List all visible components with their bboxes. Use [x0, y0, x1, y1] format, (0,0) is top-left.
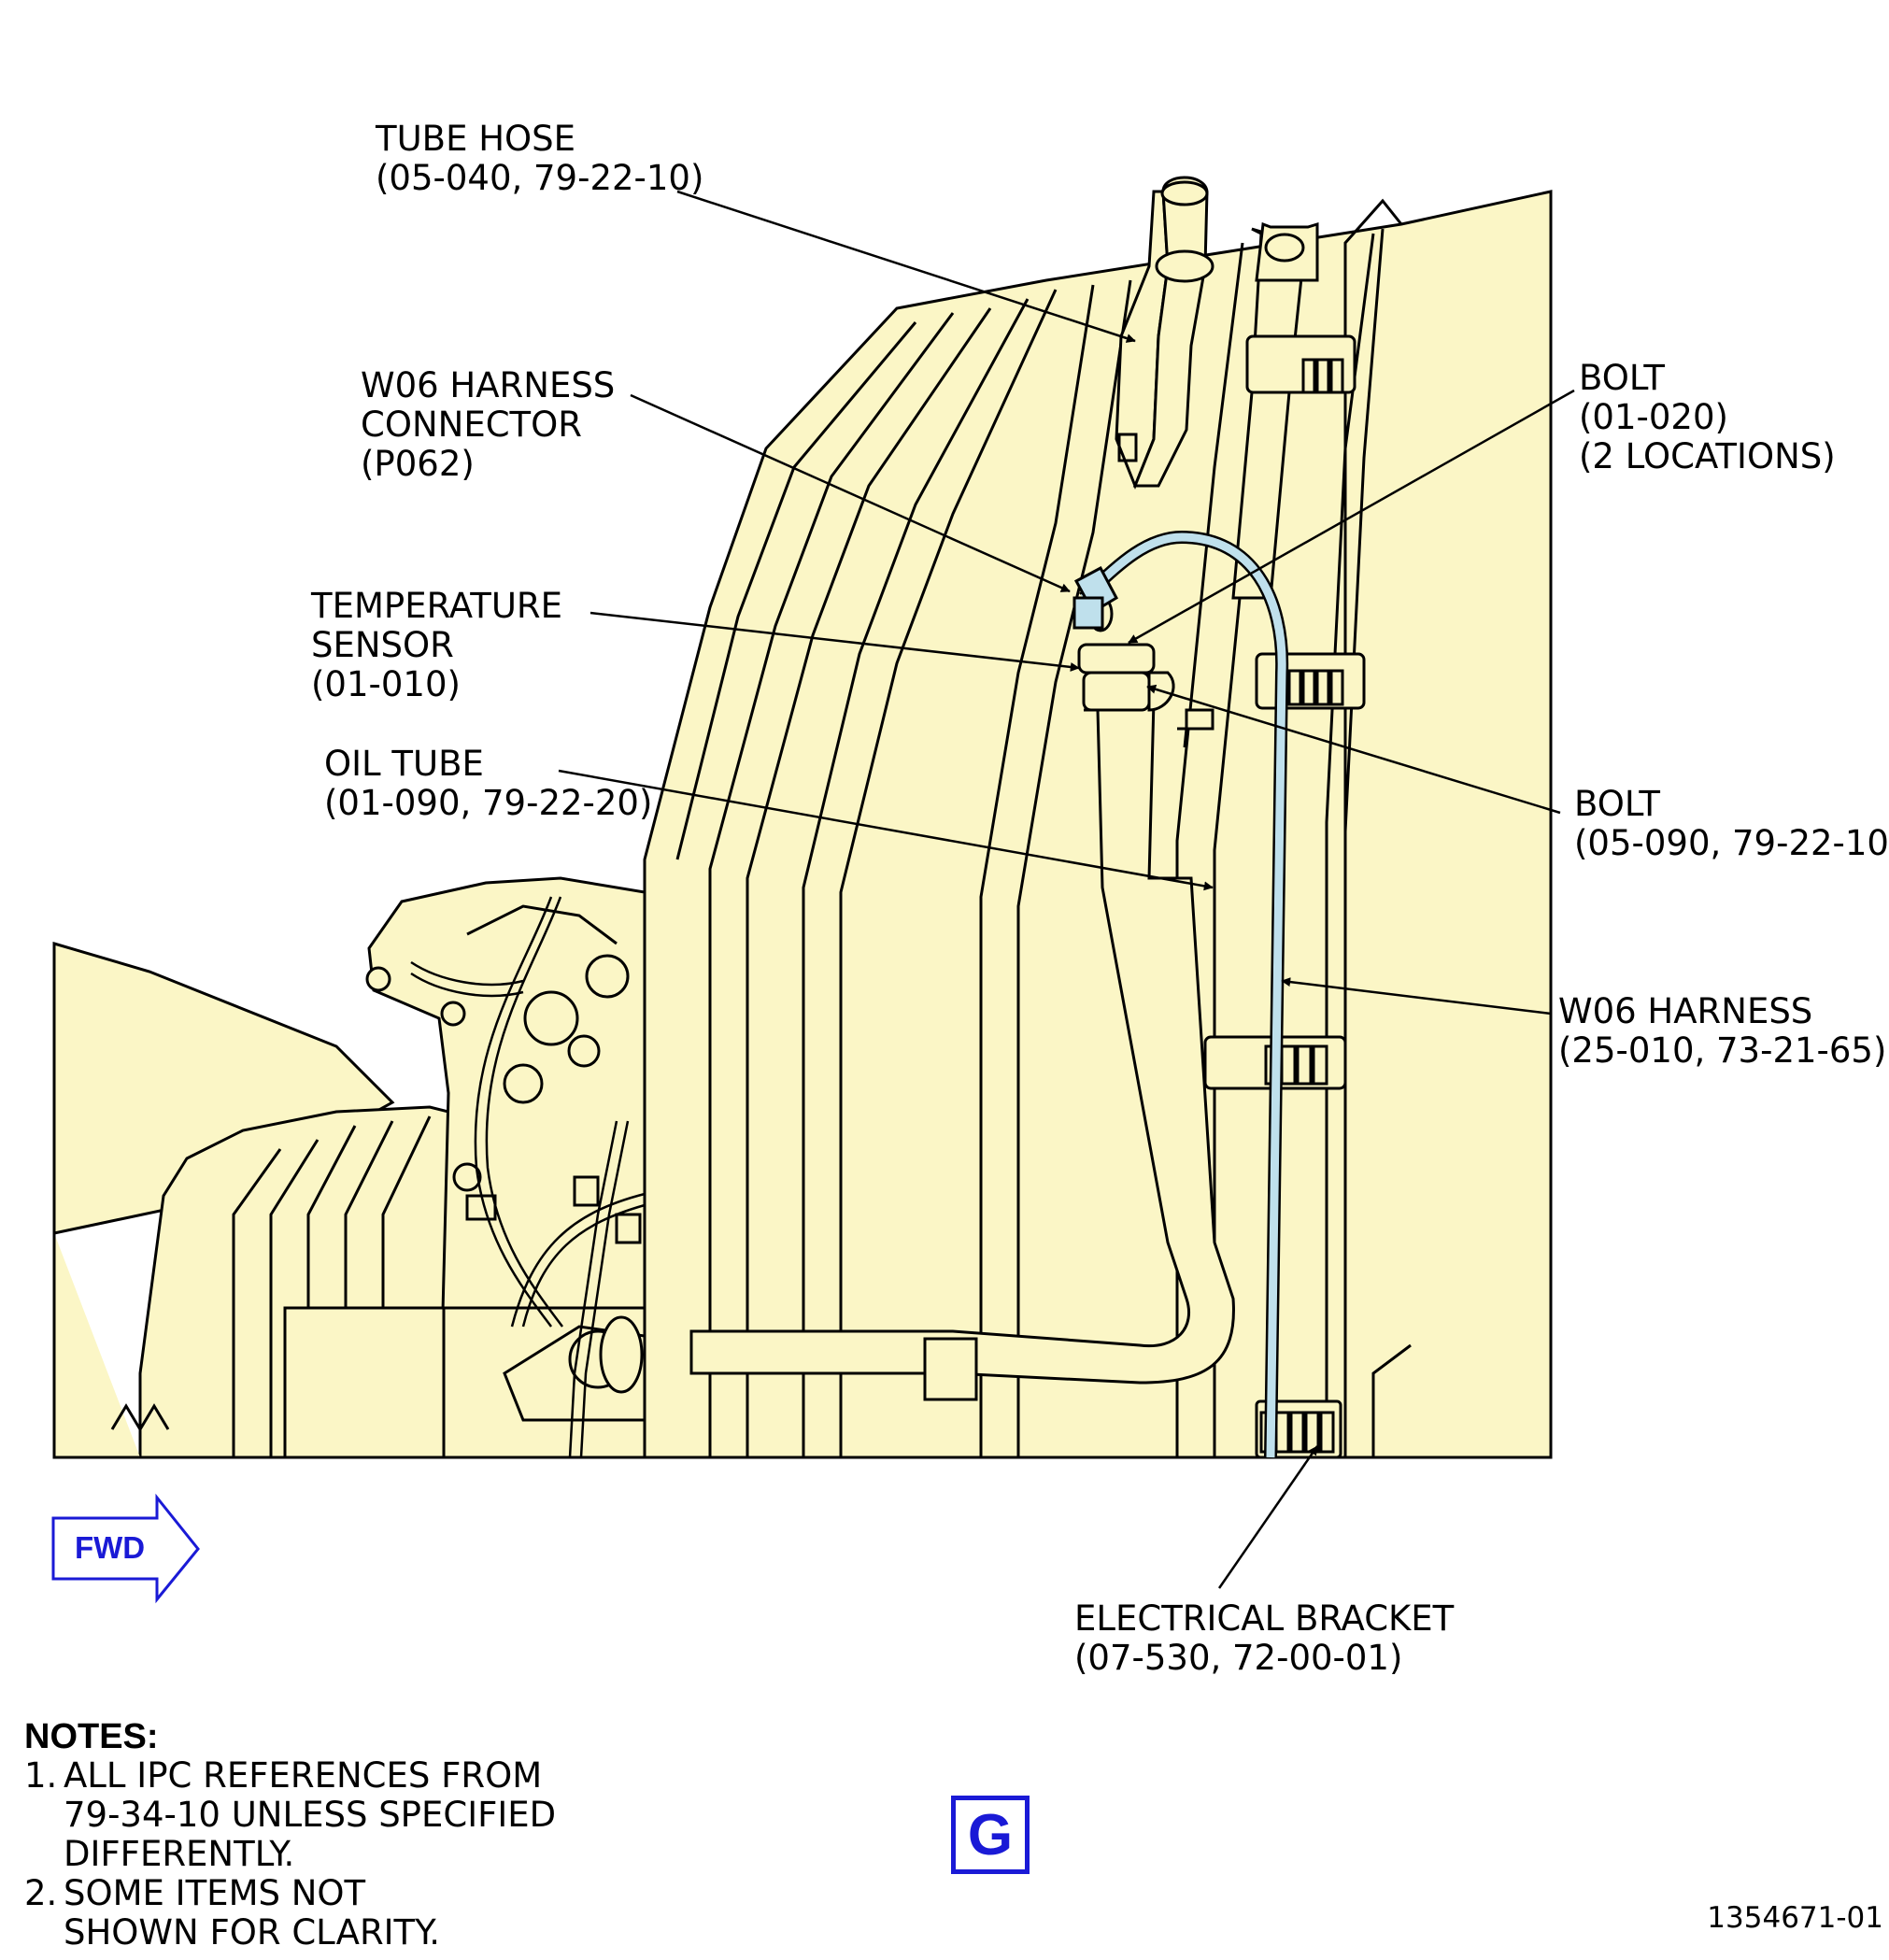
w06-harness-drawing: [1072, 530, 1289, 1458]
callout-line: W06 HARNESS: [361, 365, 616, 405]
callout-line: (07-530, 72-00-01): [1074, 1638, 1403, 1678]
callout-line: (2 LOCATIONS): [1579, 436, 1836, 476]
figure-number: 1354671-01: [1707, 1901, 1883, 1935]
fwd-arrow-icon: [51, 1493, 200, 1604]
callout-line: ELECTRICAL BRACKET: [1074, 1598, 1455, 1639]
leader-bolt-05-090: [1146, 684, 1561, 815]
callout-line: (P062): [361, 444, 475, 484]
note-number: 1.: [24, 1755, 58, 1796]
leader-oil-tube: [558, 769, 1214, 891]
callout-oil-tube: OIL TUBE (01-090, 79-22-20): [324, 745, 652, 823]
leader-bolt-01-020: [1128, 389, 1575, 645]
callout-line: (01-010): [311, 664, 461, 704]
note-line: ALL IPC REFERENCES FROM: [64, 1755, 543, 1796]
note-item: 2. SOME ITEMS NOT SHOWN FOR CLARITY.: [24, 1874, 556, 1953]
sensor-drawing: [1077, 595, 1214, 748]
notes-title: NOTES:: [24, 1717, 159, 1756]
callout-bolt-05-090: BOLT (05-090, 79-22-10): [1574, 785, 1889, 863]
callout-tube-hose: TUBE HOSE (05-040, 79-22-10): [376, 120, 703, 198]
note-item: 1. ALL IPC REFERENCES FROM 79-34-10 UNLE…: [24, 1756, 556, 1874]
callout-line: W06 HARNESS: [1558, 991, 1813, 1031]
callout-temperature-sensor: TEMPERATURE SENSOR (01-010): [311, 587, 562, 704]
callout-line: SENSOR: [311, 625, 454, 665]
note-line: SHOWN FOR CLARITY.: [64, 1912, 441, 1953]
callout-line: TEMPERATURE: [311, 586, 563, 626]
note-number: 2.: [24, 1873, 58, 1913]
callout-line: (05-040, 79-22-10): [376, 158, 704, 198]
tube-hose-drawing: [1115, 176, 1214, 490]
note-line: DIFFERENTLY.: [64, 1834, 295, 1874]
callout-line: (01-090, 79-22-20): [324, 783, 653, 823]
leader-w06-harness: [1281, 977, 1552, 1016]
callout-line: BOLT: [1574, 784, 1660, 824]
callout-line: (01-020): [1579, 397, 1728, 437]
callout-bolt-01-020: BOLT (01-020) (2 LOCATIONS): [1579, 359, 1836, 476]
callout-line: BOLT: [1579, 358, 1665, 398]
oil-tube-drawing: [599, 699, 1235, 1401]
fwd-label: FWD: [75, 1530, 146, 1565]
view-label-box: G: [951, 1796, 1030, 1874]
case-contours: [675, 198, 1412, 1457]
view-label: G: [967, 1802, 1014, 1868]
note-line: 79-34-10 UNLESS SPECIFIED: [64, 1795, 557, 1835]
callout-w06-harness-connector: W06 HARNESS CONNECTOR (P062): [361, 366, 615, 484]
callout-line: OIL TUBE: [324, 744, 484, 784]
leader-w06-connector: [630, 393, 1071, 593]
leader-lines: [558, 190, 1575, 1589]
notes-block: NOTES: 1. ALL IPC REFERENCES FROM 79-34-…: [24, 1717, 556, 1953]
note-line: SOME ITEMS NOT: [64, 1873, 366, 1913]
callout-line: CONNECTOR: [361, 405, 582, 445]
callout-w06-harness: W06 HARNESS (25-010, 73-21-65): [1558, 992, 1886, 1071]
engine-case-panel: [643, 190, 1553, 1459]
callout-line: (25-010, 73-21-65): [1558, 1030, 1887, 1071]
leader-electrical-bracket: [1217, 1445, 1319, 1589]
callout-line: TUBE HOSE: [376, 119, 576, 159]
callout-electrical-bracket: ELECTRICAL BRACKET (07-530, 72-00-01): [1074, 1599, 1454, 1678]
callout-line: (05-090, 79-22-10): [1574, 823, 1889, 863]
gearbox-tubes: [410, 896, 646, 1458]
leader-temp-sensor: [589, 611, 1080, 672]
leader-tube-hose: [676, 190, 1136, 343]
